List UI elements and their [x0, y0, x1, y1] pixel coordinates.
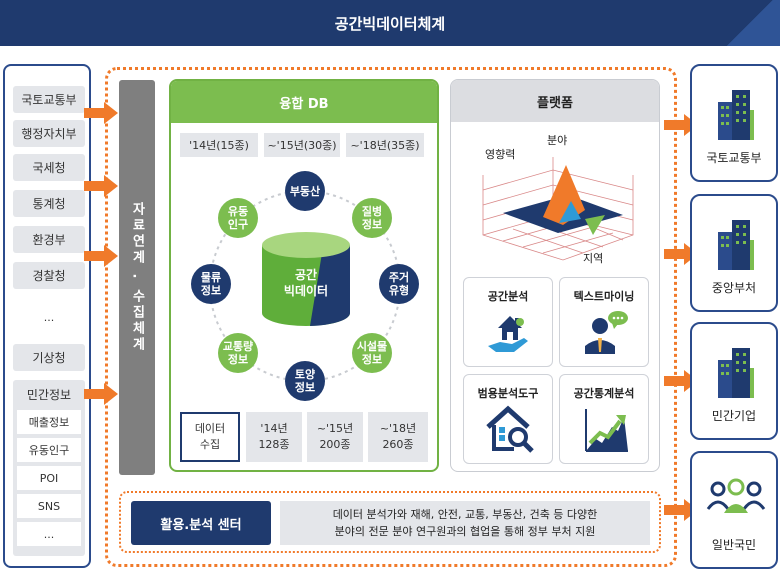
tool-spatial-statistics: 공간통계분석	[559, 374, 649, 464]
arrow-right-icon	[84, 102, 118, 124]
period-label: '14년(15종)	[180, 133, 258, 157]
arrow-right-icon	[664, 114, 698, 136]
page-title: 공간빅데이터체계	[334, 14, 446, 33]
arrow-right-icon	[84, 245, 118, 267]
building-icon	[718, 90, 754, 140]
node-real-estate: 부동산	[285, 171, 325, 211]
desc-line2: 분야의 전문 분야 연구원과의 협업을 통해 정부 부처 지원	[334, 525, 596, 538]
tool-label: 공간통계분석	[573, 387, 635, 400]
title-bar: 공간빅데이터체계	[0, 0, 780, 46]
big-data-line2: 빅데이터	[283, 284, 329, 298]
arrow-right-icon	[664, 243, 698, 265]
tool-label: 공간분석	[487, 290, 529, 303]
fusion-db-panel: 융합 DB '14년(15종) ~'15년(30종) ~'18년(35종) 공간…	[169, 79, 439, 472]
target-label: 중앙부처	[711, 281, 757, 295]
person-speech-icon	[585, 311, 628, 354]
platform-title: 플랫폼	[451, 80, 659, 122]
growth-chart-icon	[585, 409, 628, 452]
period-label: ~'18년(35종)	[346, 133, 424, 157]
analysis-center-frame	[119, 491, 661, 553]
target-general-public: 일반국민	[690, 451, 778, 569]
people-group-icon	[706, 478, 766, 513]
civil-item: SNS	[17, 494, 81, 518]
fusion-db-title: 융합 DB	[171, 81, 437, 123]
target-label: 민간기업	[711, 409, 757, 423]
arrow-right-icon	[664, 499, 698, 521]
house-hand-icon	[488, 316, 528, 352]
source-item: 행정자치부	[13, 120, 85, 147]
axis-region-label: 지역	[583, 252, 604, 265]
analysis-center-desc: 데이터 분석가와 재해, 안전, 교통, 부동산, 건축 등 다양한 분야의 전…	[280, 501, 650, 545]
tool-text-mining: 텍스트마이닝	[559, 277, 649, 367]
civil-item: 매출정보	[17, 410, 81, 434]
civil-info-group: 민간정보 매출정보 유동인구 POI SNS ...	[13, 380, 85, 556]
main-frame	[105, 67, 677, 567]
axis-field-label: 분야	[547, 134, 568, 147]
big-data-label: 공간 빅데이터	[270, 263, 342, 303]
civil-item: POI	[17, 466, 81, 490]
arrow-right-icon	[84, 175, 118, 197]
civil-item: 유동인구	[17, 438, 81, 462]
source-item: 환경부	[13, 226, 85, 253]
source-item: 경찰청	[13, 262, 85, 289]
target-label: 국토교통부	[706, 151, 762, 165]
data-source-panel: 국토교통부 행정자치부 국세청 통계청 환경부 경찰청 ... 기상청 민간정보…	[3, 64, 91, 568]
arrow-right-icon	[664, 370, 698, 392]
source-item: 기상청	[13, 344, 85, 371]
tool-label: 범용분석도구	[477, 387, 539, 400]
source-item: 통계청	[13, 190, 85, 217]
desc-line1: 데이터 분석가와 재해, 안전, 교통, 부동산, 건축 등 다양한	[332, 508, 598, 521]
analysis-center-button: 활용.분석 센터	[131, 501, 271, 545]
civil-item: ...	[17, 522, 81, 546]
target-molit: 국토교통부	[690, 64, 778, 182]
tool-spatial-analysis: 공간분석	[463, 277, 553, 367]
source-ellipsis: ...	[43, 311, 55, 324]
source-item: 국세청	[13, 154, 85, 181]
building-icon	[718, 220, 754, 270]
source-item: 국토교통부	[13, 86, 85, 113]
axis-influence-label: 영향력	[485, 148, 516, 161]
surface-graph-icon	[482, 157, 634, 261]
civil-info-head: 민간정보	[26, 387, 72, 402]
building-icon	[718, 348, 754, 398]
house-search-icon	[486, 405, 534, 453]
big-data-cylinder-icon	[262, 232, 351, 326]
target-central-ministries: 중앙부처	[690, 194, 778, 312]
platform-panel: 플랫폼 영향력 분야 지역 공간분석	[450, 79, 660, 472]
arrow-right-icon	[84, 383, 118, 405]
collection-system-bar: 자료연계 . 수집체계	[119, 80, 155, 475]
period-label: ~'15년(30종)	[264, 133, 340, 157]
tool-label: 텍스트마이닝	[573, 290, 635, 303]
big-data-line1: 공간	[294, 268, 318, 282]
target-label: 일반국민	[711, 538, 757, 552]
collection-system-label: 자료연계 . 수집체계	[129, 202, 145, 353]
title-decoration	[720, 0, 780, 46]
tool-general-analysis: 범용분석도구	[463, 374, 553, 464]
target-private-companies: 민간기업	[690, 322, 778, 440]
